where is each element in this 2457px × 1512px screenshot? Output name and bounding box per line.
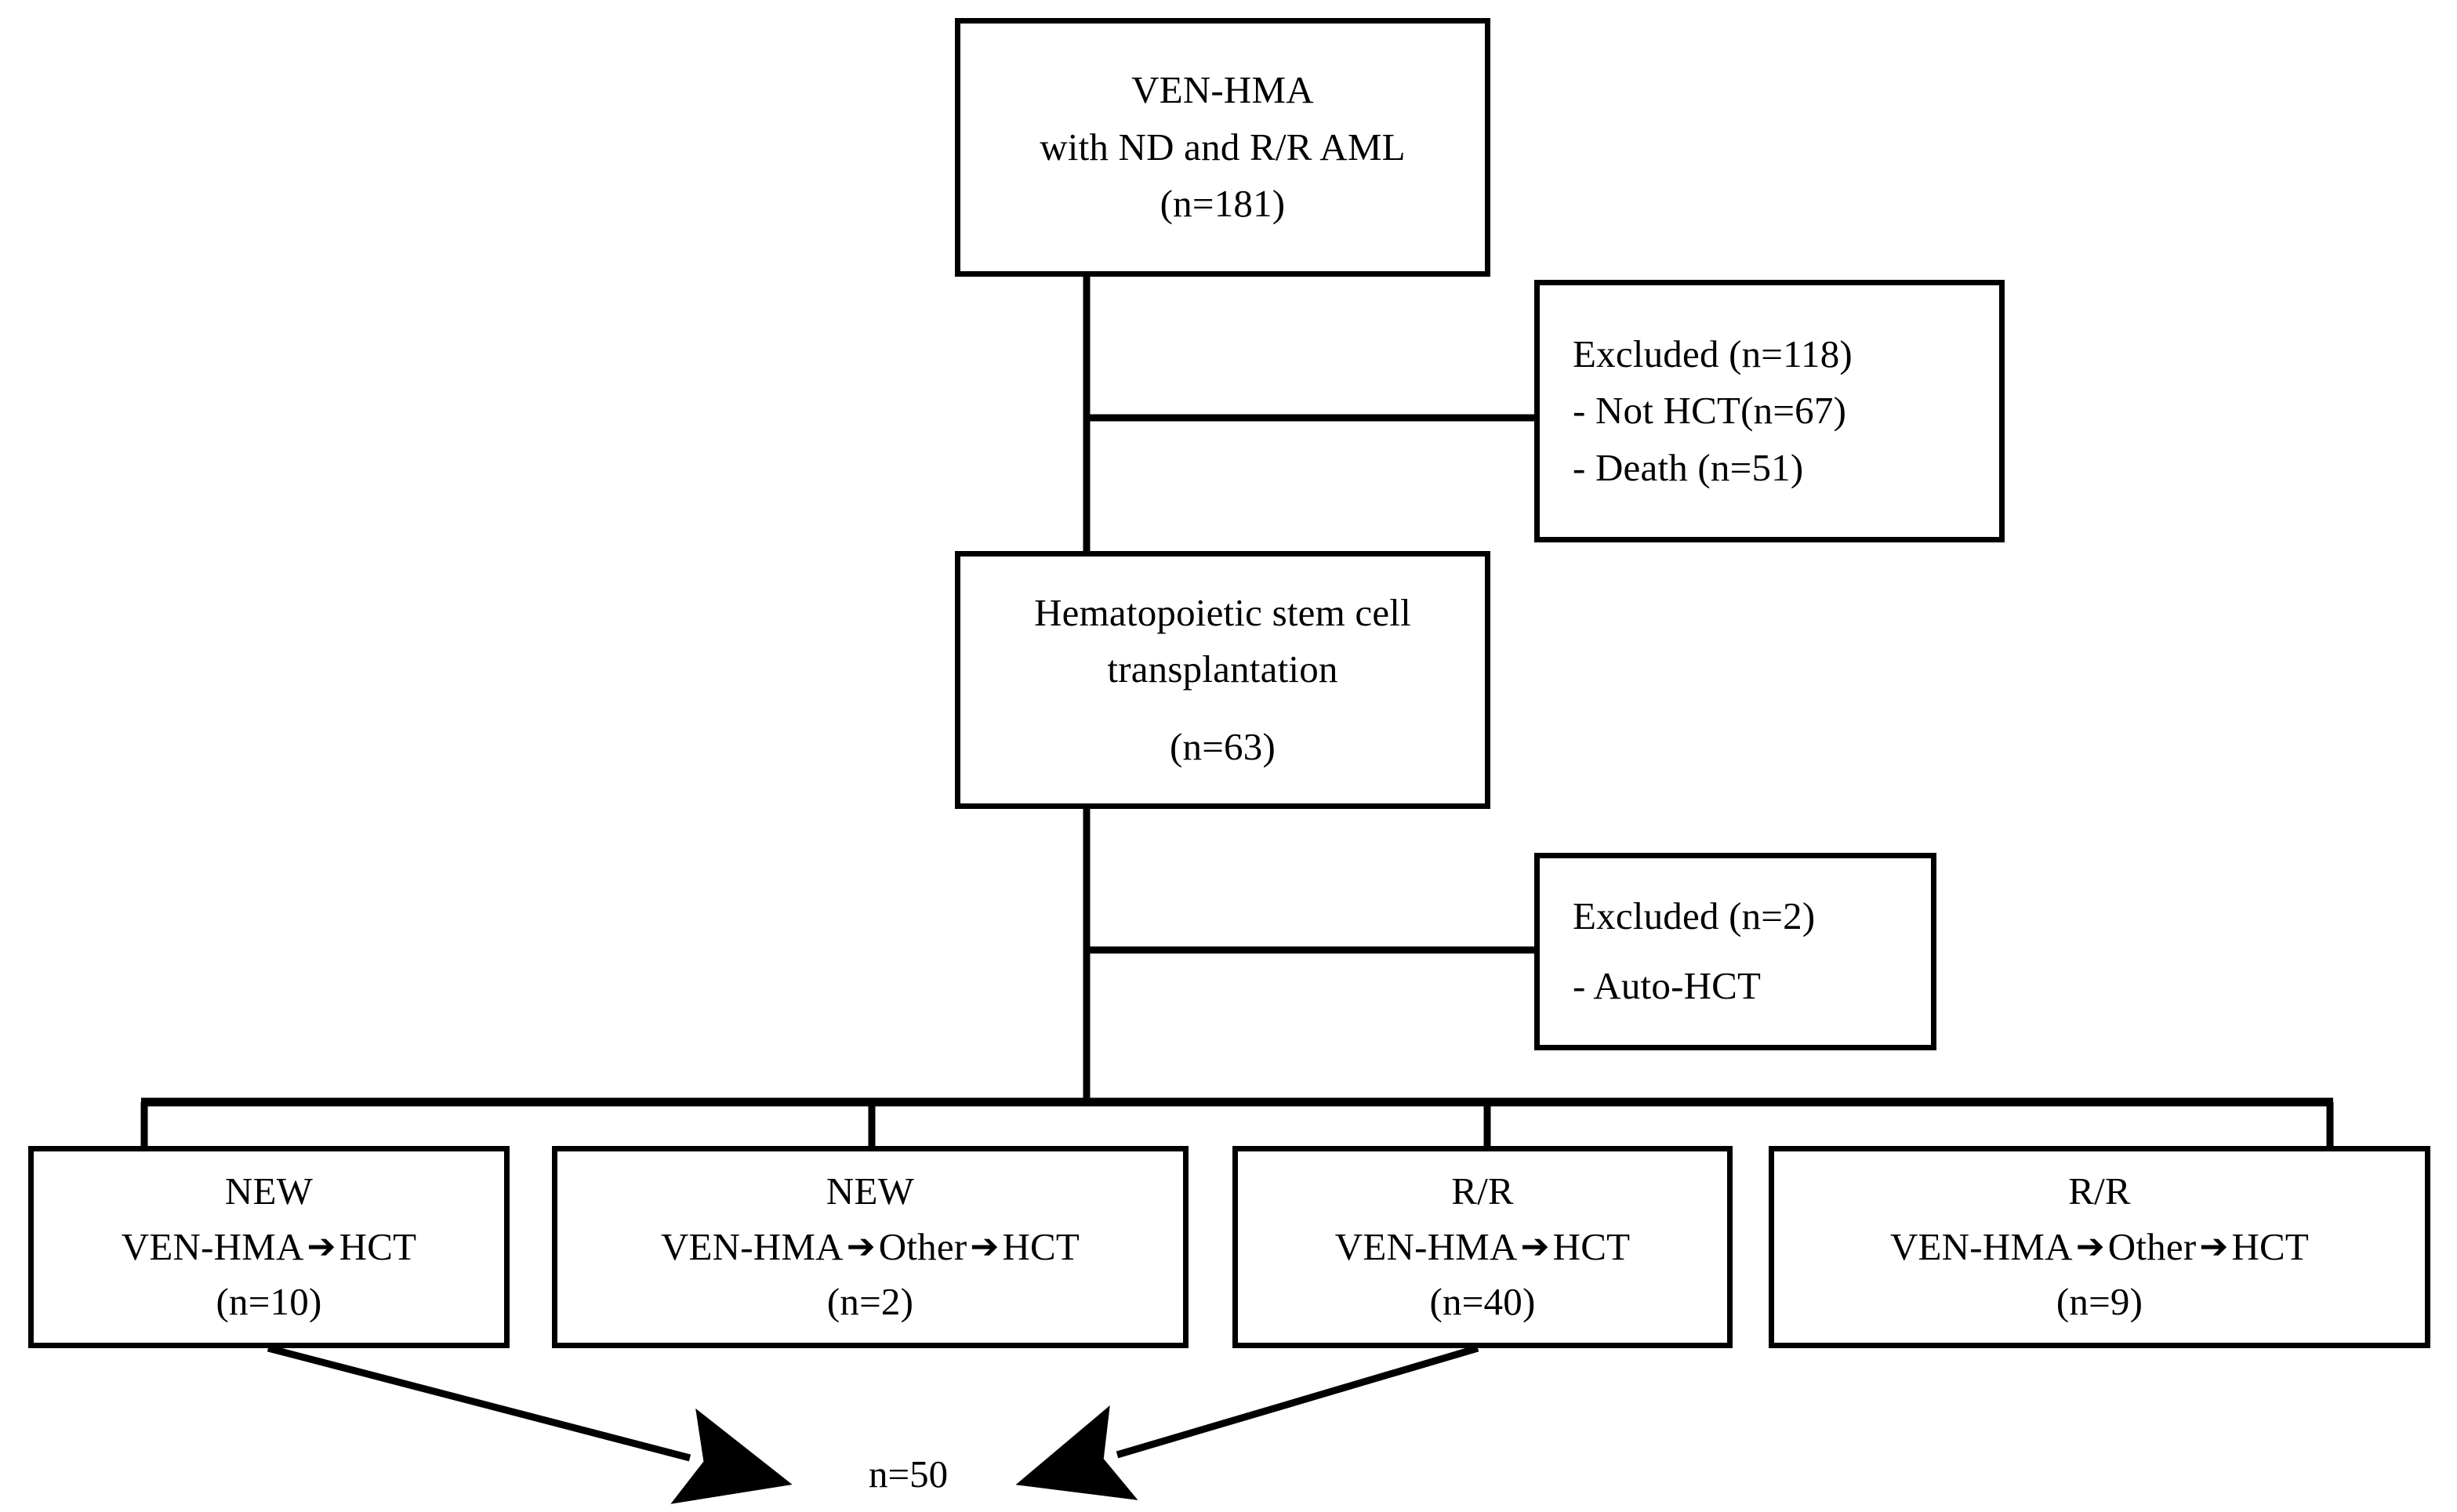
node-group-1-count: (n=10) bbox=[216, 1280, 322, 1324]
node-group-4-seq-2: HCT bbox=[2231, 1224, 2310, 1268]
arrow-right-icon: ➔ bbox=[1520, 1226, 1550, 1267]
node-cohort[interactable]: VEN-HMA with ND and R/R AML (n=181) bbox=[955, 18, 1490, 277]
node-excluded-1-line-1: Excluded (n=118) bbox=[1573, 332, 1853, 375]
node-group-4-line-1: R/R bbox=[2068, 1169, 2131, 1213]
node-group-2-count: (n=2) bbox=[826, 1280, 914, 1324]
node-group-1-seq-1: HCT bbox=[339, 1224, 417, 1268]
node-cohort-line-2: with ND and R/R AML bbox=[1040, 125, 1406, 169]
node-excluded-1[interactable]: Excluded (n=118) - Not HCT(n=67) - Death… bbox=[1534, 280, 2005, 542]
node-group-2-seq-2: HCT bbox=[1002, 1224, 1080, 1268]
node-excluded-2-line-1: Excluded (n=2) bbox=[1573, 894, 1816, 938]
node-excluded-1-line-3: - Death (n=51) bbox=[1573, 445, 1804, 489]
node-excluded-2[interactable]: Excluded (n=2) - Auto-HCT bbox=[1534, 853, 1936, 1050]
node-hsct[interactable]: Hematopoietic stem cell transplantation … bbox=[955, 551, 1490, 809]
arrow-right-icon: ➔ bbox=[846, 1226, 876, 1267]
arrow-right-icon: ➔ bbox=[970, 1226, 1000, 1267]
node-group-3-seq-0: VEN-HMA bbox=[1334, 1224, 1518, 1268]
node-group-3-count: (n=40) bbox=[1429, 1280, 1536, 1324]
node-group-1-line-1: NEW bbox=[224, 1169, 314, 1213]
arrow-right-icon: ➔ bbox=[2199, 1226, 2229, 1267]
node-group-4-seq-1: Other bbox=[2107, 1224, 2197, 1268]
node-group-3-sequence: VEN-HMA➔HCT bbox=[1335, 1220, 1630, 1275]
node-hsct-line-3: (n=63) bbox=[1170, 724, 1276, 768]
node-group-2[interactable]: NEW VEN-HMA➔Other➔HCT (n=2) bbox=[552, 1146, 1189, 1348]
node-group-4-seq-0: VEN-HMA bbox=[1889, 1224, 2073, 1268]
node-group-2-sequence: VEN-HMA➔Other➔HCT bbox=[661, 1220, 1080, 1275]
node-excluded-2-line-2: - Auto-HCT bbox=[1573, 964, 1762, 1007]
node-group-3-seq-1: HCT bbox=[1552, 1224, 1631, 1268]
node-group-3-line-1: R/R bbox=[1451, 1169, 1514, 1213]
node-group-1-sequence: VEN-HMA➔HCT bbox=[122, 1220, 416, 1275]
node-excluded-1-line-2: - Not HCT(n=67) bbox=[1573, 389, 1847, 433]
node-group-2-seq-0: VEN-HMA bbox=[660, 1224, 844, 1268]
node-cohort-line-3: (n=181) bbox=[1160, 182, 1286, 226]
node-hsct-line-2: transplantation bbox=[1107, 647, 1338, 691]
node-group-3[interactable]: R/R VEN-HMA➔HCT (n=40) bbox=[1232, 1146, 1733, 1348]
node-cohort-line-1: VEN-HMA bbox=[1131, 68, 1314, 112]
arrow-right-icon: ➔ bbox=[307, 1226, 336, 1267]
final-cohort-label: n=50 bbox=[869, 1452, 949, 1496]
node-group-4[interactable]: R/R VEN-HMA➔Other➔HCT (n=9) bbox=[1769, 1146, 2430, 1348]
arrow-group1-to-final bbox=[267, 1344, 793, 1504]
node-group-1-seq-0: VEN-HMA bbox=[121, 1224, 304, 1268]
node-group-2-seq-1: Other bbox=[878, 1224, 967, 1268]
node-group-2-line-1: NEW bbox=[826, 1169, 915, 1213]
node-group-4-sequence: VEN-HMA➔Other➔HCT bbox=[1890, 1220, 2309, 1275]
node-group-1[interactable]: NEW VEN-HMA➔HCT (n=10) bbox=[28, 1146, 510, 1348]
arrow-right-icon: ➔ bbox=[2075, 1226, 2105, 1267]
node-hsct-line-1: Hematopoietic stem cell bbox=[1034, 590, 1411, 634]
node-group-4-count: (n=9) bbox=[2056, 1280, 2143, 1324]
arrow-group3-to-final bbox=[1015, 1344, 1479, 1500]
